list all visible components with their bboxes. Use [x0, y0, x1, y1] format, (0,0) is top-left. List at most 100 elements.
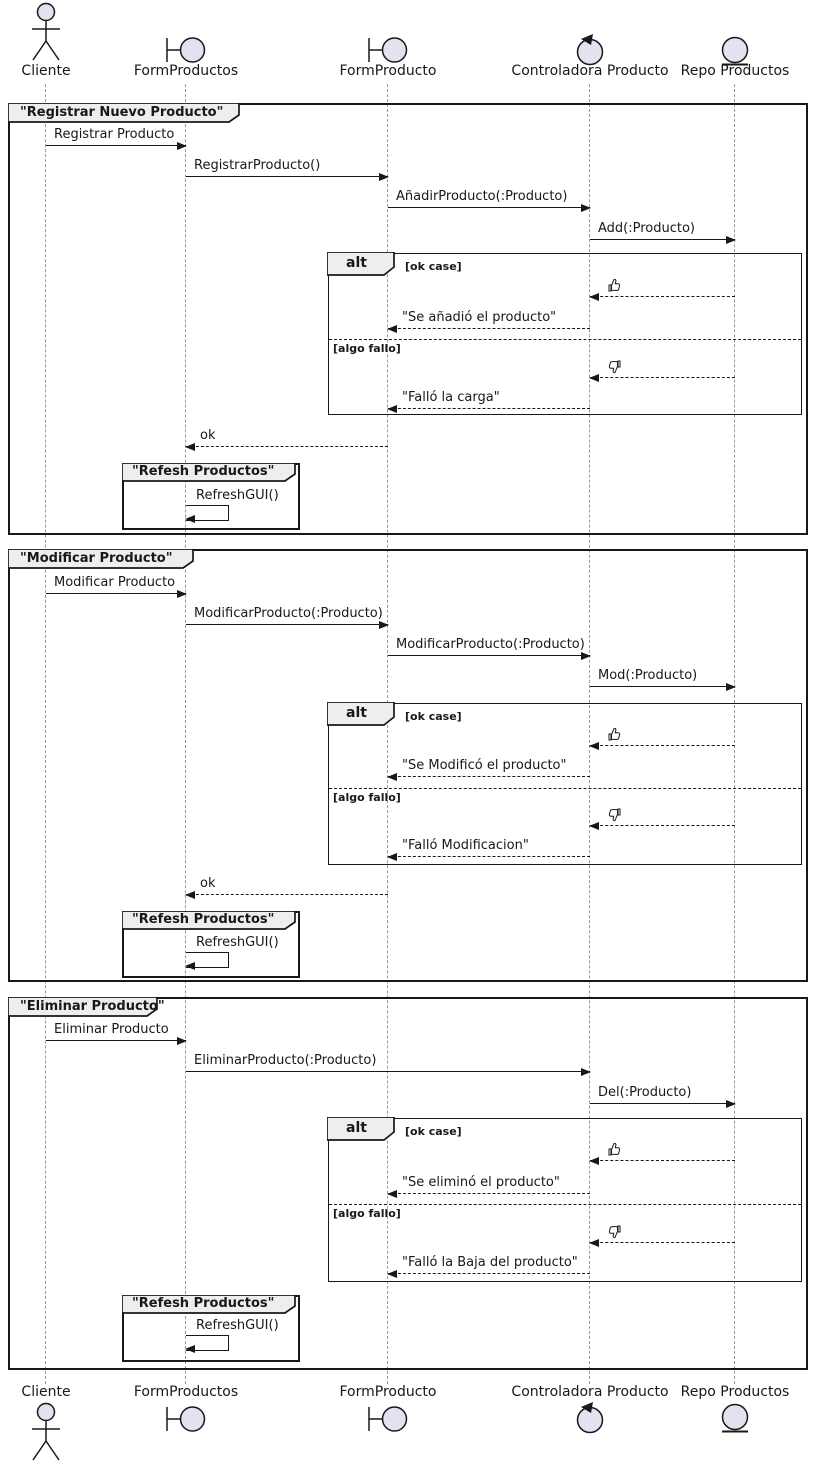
participant-label-controladora: Controladora Producto: [511, 63, 669, 79]
group-frame-registrar: "Registrar Nuevo Producto": [8, 103, 808, 535]
self-message-line: [186, 952, 229, 968]
group-title: "Modificar Producto": [20, 551, 173, 566]
thumbs-up-icon: [608, 727, 621, 741]
group-frame-modificar: "Modificar Producto": [8, 549, 808, 982]
boundary-icon: [166, 37, 206, 63]
alt-operator: alt: [346, 255, 367, 271]
message-line: [388, 1193, 590, 1194]
message-label: RefreshGUI(): [196, 488, 279, 503]
self-message: RefreshGUI(): [185, 935, 316, 970]
alt-guard-fail: [algo fallo]: [333, 342, 401, 355]
message-label: "Falló la Baja del producto": [402, 1255, 578, 1270]
message-label: ok: [200, 876, 216, 891]
arrowhead: [589, 293, 599, 301]
alt-divider: [329, 339, 801, 340]
alt-guard-ok: [ok case]: [405, 710, 462, 723]
alt-fragment: alt [ok case] [algo fallo]: [327, 702, 802, 865]
message: ok: [185, 875, 388, 899]
message-line: [590, 1103, 735, 1104]
lifeline-cliente: [45, 84, 46, 1384]
message-line: [590, 825, 735, 826]
self-message-line: [186, 1335, 229, 1351]
message-label: "Se eliminó el producto": [402, 1175, 560, 1190]
group-tab: "Modificar Producto": [8, 549, 194, 569]
message-label: "Falló Modificacion": [402, 838, 529, 853]
message: [589, 1137, 735, 1165]
arrowhead: [726, 1100, 736, 1108]
arrowhead: [589, 822, 599, 830]
message-line: [186, 894, 388, 895]
participant-label-controladora: Controladora Producto: [511, 1384, 669, 1400]
message: Mod(:Producto): [590, 667, 736, 691]
message: "Se añadió el producto": [387, 309, 590, 333]
message-line: [590, 1242, 735, 1243]
lifeline-controladora-producto: [589, 84, 590, 1384]
message-label: "Falló la carga": [402, 390, 500, 405]
message-label: ok: [200, 428, 216, 443]
message: Eliminar Producto: [46, 1021, 187, 1045]
message: Modificar Producto: [46, 574, 187, 598]
participant-label-formproductos: FormProductos: [133, 1384, 239, 1400]
message: "Se eliminó el producto": [387, 1174, 590, 1198]
alt-operator: alt: [346, 705, 367, 721]
lifeline-formproductos: [185, 84, 186, 1384]
entity-icon: [721, 36, 749, 66]
refresh-group-frame: "Refesh Productos": [122, 463, 300, 530]
arrowhead: [379, 621, 389, 629]
message-label: EliminarProducto(:Producto): [194, 1053, 377, 1068]
group-tab: "Refesh Productos": [122, 463, 296, 482]
message-label: ModificarProducto(:Producto): [194, 606, 383, 621]
group-tab: "Registrar Nuevo Producto": [8, 103, 240, 123]
boundary-icon: [368, 1406, 408, 1432]
message-label: "Se Modificó el producto": [402, 758, 567, 773]
message-line: [388, 408, 590, 409]
group-title: "Registrar Nuevo Producto": [20, 105, 224, 120]
message: Registrar Producto: [46, 126, 187, 150]
message: [589, 802, 735, 830]
message-label: RegistrarProducto(): [194, 158, 321, 173]
message-line: [590, 745, 735, 746]
group-frame-eliminar: "Eliminar Producto": [8, 997, 808, 1370]
alt-guard-ok: [ok case]: [405, 260, 462, 273]
self-message-line: [186, 505, 229, 521]
message-label: RefreshGUI(): [196, 935, 279, 950]
arrowhead: [589, 742, 599, 750]
message: [589, 273, 735, 301]
thumbs-up-icon: [608, 1142, 621, 1156]
lifeline-formproducto: [387, 84, 388, 1384]
participant-label-formproducto: FormProducto: [339, 63, 437, 79]
arrowhead: [387, 1270, 397, 1278]
group-tab: "Refesh Productos": [122, 911, 296, 930]
message: ModificarProducto(:Producto): [388, 636, 591, 660]
alt-operator: alt: [346, 1120, 367, 1136]
participant-label-cliente: Cliente: [21, 63, 71, 79]
group-title: "Refesh Productos": [132, 912, 275, 927]
message: ok: [185, 427, 388, 451]
alt-tab: alt: [327, 252, 395, 276]
arrowhead: [387, 405, 397, 413]
arrowhead: [387, 853, 397, 861]
message-label: Add(:Producto): [598, 221, 696, 236]
alt-tab: alt: [327, 1117, 395, 1141]
lifeline-repo-productos: [734, 84, 735, 1384]
message: Del(:Producto): [590, 1084, 736, 1108]
message-line: [590, 239, 735, 240]
participant-label-formproducto: FormProducto: [339, 1384, 437, 1400]
message-label: Del(:Producto): [598, 1085, 692, 1100]
self-message: RefreshGUI(): [185, 1318, 316, 1353]
alt-divider: [329, 1204, 801, 1205]
message: "Falló la carga": [387, 389, 590, 413]
arrowhead: [581, 204, 591, 212]
arrowhead: [589, 1157, 599, 1165]
arrowhead: [185, 1345, 195, 1353]
message-line: [388, 207, 590, 208]
message-line: [388, 328, 590, 329]
thumbs-down-icon: [608, 1225, 621, 1239]
arrowhead: [387, 1190, 397, 1198]
message-line: [590, 686, 735, 687]
alt-guard-ok: [ok case]: [405, 1125, 462, 1138]
thumbs-down-icon: [608, 360, 621, 374]
arrowhead: [726, 683, 736, 691]
control-icon: [576, 34, 604, 66]
